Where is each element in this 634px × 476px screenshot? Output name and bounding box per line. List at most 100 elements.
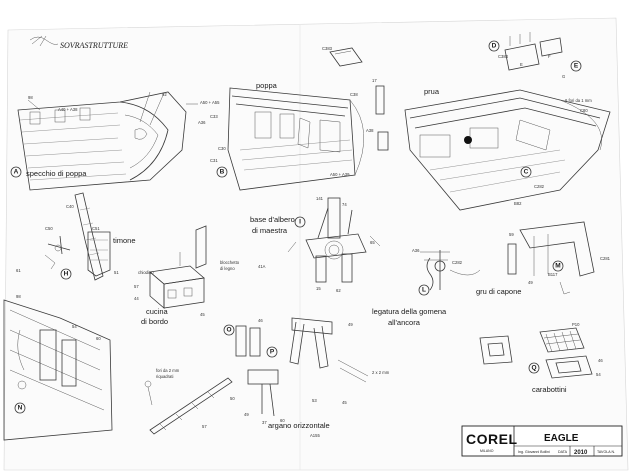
caption-gru-di-capone: gru di capone <box>476 287 521 296</box>
svg-text:A38: A38 <box>366 128 374 133</box>
windlass-axle-drawing: fori da 2 mm riquadrati 57 argano orizzo… <box>144 368 330 438</box>
svg-text:98: 98 <box>16 294 21 299</box>
caption-base-albero-2: di maestra <box>252 226 288 235</box>
svg-text:44: 44 <box>134 296 139 301</box>
svg-text:49: 49 <box>244 412 249 417</box>
svg-text:49: 49 <box>528 280 533 285</box>
svg-text:37: 37 <box>262 420 267 425</box>
svg-text:65: 65 <box>370 240 375 245</box>
view-marker-b <box>216 166 228 178</box>
view-a-stern-mirror: A specchio di poppa 98 A40 + A38 92 A50 … <box>10 91 220 209</box>
view-n-lower-hull: N 54 60 98 <box>3 294 113 441</box>
sheet-title: SOVRASTRUTTURE <box>60 41 128 50</box>
svg-text:A36: A36 <box>198 120 206 125</box>
caption-carabottini: carabottini <box>532 385 567 394</box>
svg-text:17: 17 <box>372 78 377 83</box>
svg-text:P10: P10 <box>572 322 580 327</box>
svg-text:41A: 41A <box>258 264 266 269</box>
svg-text:54: 54 <box>72 324 77 329</box>
caption-poppa: poppa <box>256 81 278 90</box>
svg-text:E: E <box>574 63 579 70</box>
svg-text:blocchetto: blocchetto <box>220 260 240 265</box>
svg-text:H: H <box>64 271 69 278</box>
svg-text:B: B <box>220 169 225 176</box>
svg-text:C80: C80 <box>580 108 588 113</box>
view-l-anchor-lashing: L A36 C282 legatura della gomena all'anc… <box>372 248 481 327</box>
caption-base-albero-1: base d'albero <box>250 215 295 224</box>
svg-text:60: 60 <box>96 336 101 341</box>
svg-text:F: F <box>548 54 551 59</box>
svg-text:C282: C282 <box>534 184 545 189</box>
view-marker-d <box>488 40 500 52</box>
svg-text:6 fori da 1 mm: 6 fori da 1 mm <box>565 98 592 103</box>
caption-prua: prua <box>424 87 440 96</box>
view-marker-n <box>14 402 26 414</box>
view-i-mast-base: I base d'albero di maestra 141 74 41A 15… <box>250 196 381 293</box>
view-marker-e <box>570 60 582 72</box>
svg-text:15: 15 <box>316 286 321 291</box>
svg-text:46: 46 <box>258 318 263 323</box>
designer-name: Ing. Giovanni Bollini <box>518 450 550 454</box>
brand-logo-text: COREL <box>466 431 518 447</box>
svg-text:53: 53 <box>312 398 317 403</box>
title-block: COREL MILANO EAGLE Ing. Giovanni Bollini… <box>461 425 623 457</box>
svg-text:2 x 2 mm: 2 x 2 mm <box>372 370 390 375</box>
svg-text:Q: Q <box>531 365 536 372</box>
view-d-e-small-parts: D E E F G C384 <box>488 32 582 79</box>
svg-text:62: 62 <box>336 288 341 293</box>
svg-text:60: 60 <box>280 418 285 423</box>
svg-text:51: 51 <box>114 270 119 275</box>
svg-text:98: 98 <box>28 95 33 100</box>
view-marker-c <box>520 166 532 178</box>
svg-text:C383: C383 <box>322 46 333 51</box>
svg-text:45: 45 <box>342 400 347 405</box>
svg-text:C30: C30 <box>218 146 226 151</box>
svg-text:A50 + A39: A50 + A39 <box>330 172 350 177</box>
svg-text:C38: C38 <box>350 92 358 97</box>
view-marker-p <box>266 346 278 358</box>
svg-text:B82: B82 <box>514 201 522 206</box>
svg-text:C40: C40 <box>66 204 74 209</box>
svg-text:E: E <box>520 62 523 67</box>
svg-text:45: 45 <box>200 312 205 317</box>
svg-text:di legno: di legno <box>220 266 235 271</box>
caption-timone: timone <box>113 236 136 245</box>
svg-text:I: I <box>299 219 301 226</box>
svg-text:C50: C50 <box>45 226 53 231</box>
svg-text:92: 92 <box>162 92 167 97</box>
year: 2010 <box>574 450 588 456</box>
svg-text:59: 59 <box>509 232 514 237</box>
svg-text:fori da 2 mm: fori da 2 mm <box>156 368 180 373</box>
svg-text:A40 + A38: A40 + A38 <box>58 107 78 112</box>
svg-text:57: 57 <box>134 284 139 289</box>
svg-text:54: 54 <box>596 372 601 377</box>
title-ornament <box>29 35 59 47</box>
view-marker-q <box>528 362 540 374</box>
svg-text:49: 49 <box>348 322 353 327</box>
svg-text:M: M <box>555 263 560 270</box>
svg-text:A36: A36 <box>412 248 420 253</box>
svg-text:B117: B117 <box>548 272 558 277</box>
svg-text:G: G <box>562 74 565 79</box>
svg-text:C31: C31 <box>210 158 218 163</box>
svg-text:C282: C282 <box>452 260 463 265</box>
view-o-p-windlass: O 46 P 49 2 x 2 mm 50 49 37 60 53 45 <box>223 317 390 425</box>
view-m-cathead: M 59 49 B117 C281 gru di capone <box>476 221 611 296</box>
caption-specchio-di-poppa: specchio di poppa <box>26 169 87 178</box>
svg-text:C384: C384 <box>498 54 509 59</box>
view-marker-o <box>223 324 235 336</box>
svg-text:riquadrati: riquadrati <box>156 374 174 379</box>
view-q-gratings: Q P10 46 54 carabottini <box>479 322 603 394</box>
brand-city: MILANO <box>480 449 494 453</box>
svg-text:D: D <box>492 43 497 50</box>
rudder-frame-drawing <box>74 192 104 281</box>
caption-legatura-2: all'ancora <box>388 318 421 327</box>
svg-text:L: L <box>422 287 426 294</box>
svg-text:C33: C33 <box>210 114 218 119</box>
caption-cucina-1: cucina <box>146 307 169 316</box>
svg-text:50: 50 <box>230 396 235 401</box>
svg-text:A50 + A55: A50 + A55 <box>200 100 220 105</box>
view-marker-m <box>552 260 564 272</box>
view-marker-h <box>60 268 72 280</box>
